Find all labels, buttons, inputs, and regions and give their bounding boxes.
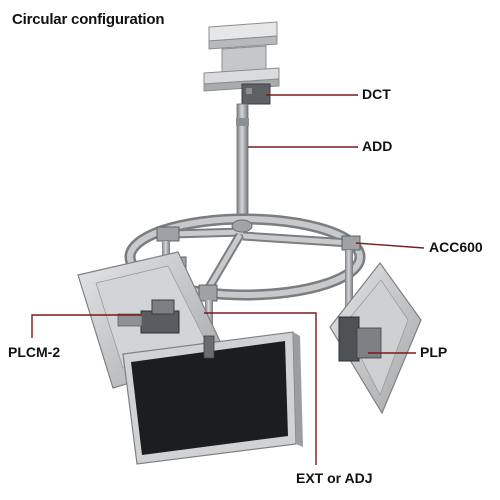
leader-plcm2 — [31, 314, 142, 338]
callout-plcm2: PLCM-2 — [8, 344, 61, 360]
callout-acc600: ACC600 — [429, 239, 483, 255]
diagram-title: Circular configuration — [12, 11, 165, 28]
ceiling-mount — [203, 21, 280, 105]
leader-lines — [31, 94, 425, 465]
callout-plp: PLP — [420, 344, 448, 360]
callout-add: ADD — [362, 138, 393, 154]
callout-ext-or-adj: EXT or ADJ — [296, 470, 373, 486]
leader-ext — [204, 312, 317, 465]
front-display — [122, 331, 303, 465]
right-display — [329, 262, 422, 415]
extension-pole — [236, 103, 249, 217]
leader-acc600 — [355, 242, 425, 249]
callout-dct: DCT — [362, 86, 391, 102]
